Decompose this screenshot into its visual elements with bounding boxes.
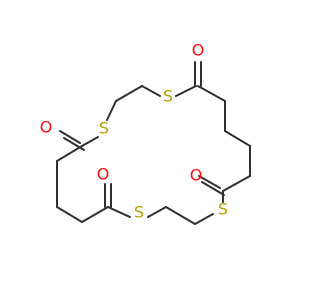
bond	[107, 206, 131, 218]
bond	[224, 130, 251, 147]
bond	[141, 85, 161, 97]
bond	[63, 137, 85, 151]
sulfur-atom-label: S	[99, 119, 109, 138]
molecule-structure-svg: O S S O O S S O	[40, 41, 251, 225]
bond	[165, 206, 196, 225]
sulfur-atom-label: S	[218, 200, 228, 219]
bond	[222, 175, 251, 192]
bond	[198, 175, 221, 189]
oxygen-atom-label: O	[40, 118, 53, 137]
bond	[197, 85, 226, 102]
sulfur-atom-label: S	[134, 203, 144, 222]
bond	[56, 206, 83, 223]
bond	[59, 130, 81, 144]
bond	[81, 136, 99, 147]
molecule-diagram: O S S O O S S O	[39, 40, 251, 225]
bond-layer	[56, 61, 251, 225]
bond	[175, 85, 197, 97]
bond	[115, 85, 143, 102]
bond	[147, 206, 167, 218]
bond	[81, 206, 109, 223]
bond	[201, 181, 225, 196]
oxygen-atom-label: O	[192, 41, 205, 60]
bond	[106, 100, 117, 121]
bond	[194, 213, 214, 225]
bond	[56, 145, 83, 162]
oxygen-atom-label: O	[190, 166, 203, 185]
sulfur-atom-label: S	[163, 87, 173, 106]
oxygen-atom-label: O	[97, 165, 110, 184]
atom-label-layer: O S S O O S S O	[40, 41, 228, 222]
